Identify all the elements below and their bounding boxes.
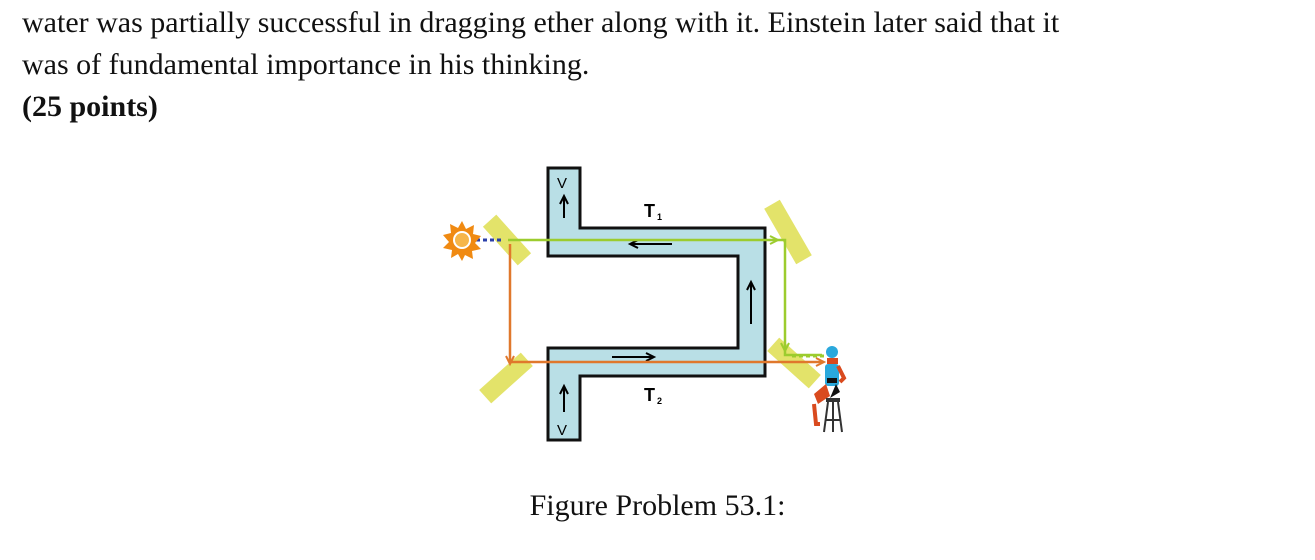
- observer-icon: [812, 346, 847, 433]
- beam-upper-path: [508, 238, 822, 357]
- fizeau-diagram: V V T 1 T 2: [443, 166, 847, 442]
- paragraph-line-1: water was partially successful in draggi…: [22, 6, 1060, 39]
- light-source-icon: [443, 221, 481, 261]
- outlet-label: V: [557, 422, 567, 439]
- points-label: (25 points): [22, 90, 158, 123]
- inlet-flow-arrow: [559, 193, 569, 218]
- beam-lower-arrow: [505, 355, 827, 367]
- mirror-top-right: [764, 199, 812, 265]
- figure-caption: Figure Problem 53.1:: [529, 489, 786, 522]
- beam-upper-arrow: [769, 235, 790, 354]
- bottom-flow-arrow: [612, 352, 657, 362]
- mirror-bottom-left: [479, 352, 533, 404]
- top-flow-arrow: [627, 239, 672, 249]
- body-paragraph: water was partially successful in draggi…: [22, 2, 1292, 86]
- tube-top-label: T: [644, 201, 655, 221]
- right-flow-arrow: [746, 279, 756, 324]
- tube-top-subscript: 1: [657, 212, 662, 222]
- water-tube-body: [546, 166, 767, 442]
- inlet-label: V: [557, 175, 567, 192]
- tube-bottom-subscript: 2: [657, 396, 662, 406]
- mirror-top-left: [482, 214, 532, 266]
- outlet-flow-arrow: [559, 383, 569, 412]
- paragraph-line-2: was of fundamental importance in his thi…: [22, 48, 590, 81]
- tube-bottom-label: T: [644, 385, 655, 405]
- fizeau-experiment-figure: V V T 1 T 2: [440, 160, 860, 460]
